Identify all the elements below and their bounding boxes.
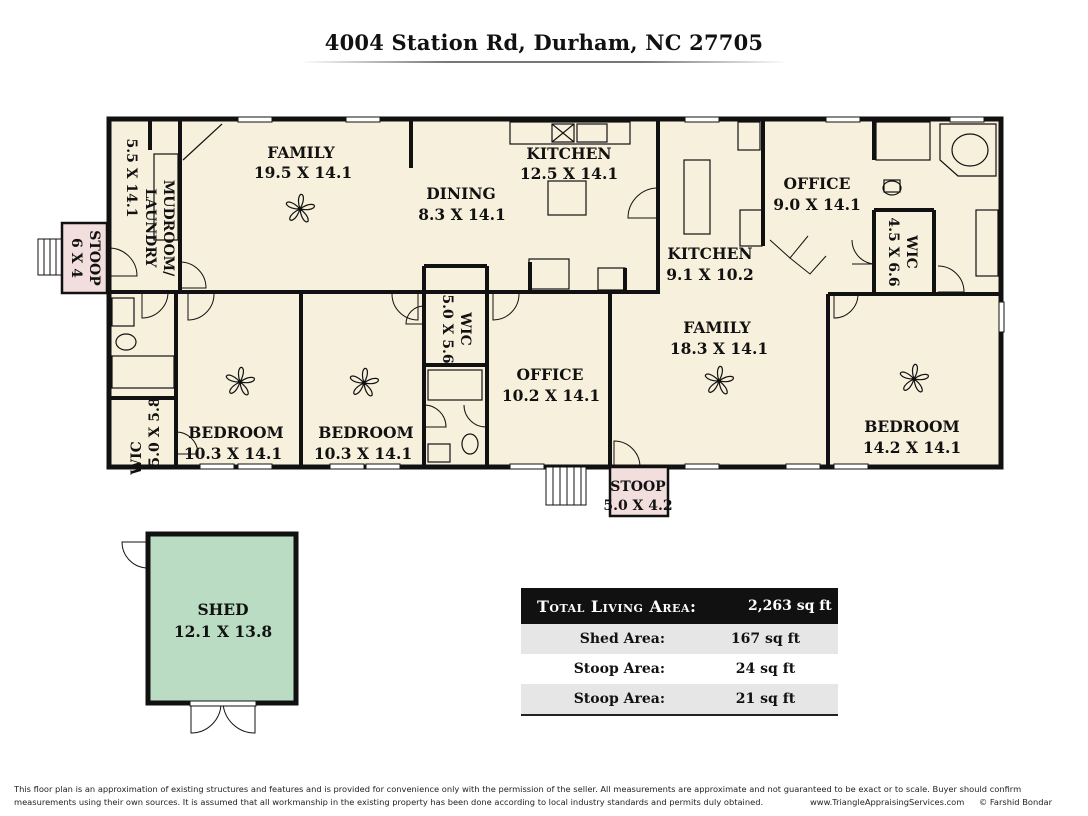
footer-credits: www.TriangleAppraisingServices.com © Far… xyxy=(810,797,1064,807)
stoop-area-value: 24 sq ft xyxy=(735,661,796,677)
room-name-wic-east: WIC xyxy=(903,234,919,268)
total-living-area-row: Total Living Area: 2,263 sq ft xyxy=(521,588,838,624)
room-name-bedroom-1: BEDROOM xyxy=(188,423,283,442)
room-dims-wic-east: 4.5 X 6.6 xyxy=(885,217,901,286)
room-dims-stoop-south: 5.0 X 4.2 xyxy=(603,498,672,514)
room-name-wic-center: WIC xyxy=(457,311,473,345)
room-name-dining: DINING xyxy=(426,184,496,203)
room-dims-dining: 8.3 X 14.1 xyxy=(418,205,506,224)
room-dims-bedroom-1: 10.3 X 14.1 xyxy=(184,444,282,463)
stoop-area-label: Stoop Area: xyxy=(573,661,665,677)
room-dims-mudroom: 5.5 X 14.1 xyxy=(123,138,139,217)
room-dims-bedroom-2: 10.3 X 14.1 xyxy=(314,444,412,463)
room-dims-office-center: 10.2 X 14.1 xyxy=(502,386,600,405)
table-bottom-rule xyxy=(521,714,838,716)
stoop-area-row: Stoop Area: 21 sq ft xyxy=(521,684,838,714)
room-name-office-east: OFFICE xyxy=(784,174,851,193)
room-name-bedroom-3: BEDROOM xyxy=(864,417,959,436)
room-name-mudroom-2: LAUNDRY xyxy=(142,188,158,268)
disclaimer-text: This floor plan is an approximation of e… xyxy=(14,784,1022,807)
room-dims-bedroom-3: 14.2 X 14.1 xyxy=(863,438,961,457)
area-summary-table: Total Living Area: 2,263 sq ft Shed Area… xyxy=(521,588,838,716)
shed-door-opening xyxy=(189,700,257,707)
room-name-stoop-south: STOOP xyxy=(610,479,666,495)
room-dims-kitchen-2: 9.1 X 10.2 xyxy=(666,265,754,284)
title-underline xyxy=(300,61,788,63)
room-name-wic-west: WIC xyxy=(129,441,145,475)
room-name-kitchen-2: KITCHEN xyxy=(667,244,752,263)
room-name-bedroom-2: BEDROOM xyxy=(318,423,413,442)
south-stoop-steps xyxy=(545,466,587,506)
page-title: 4004 Station Rd, Durham, NC 27705 xyxy=(324,30,764,55)
room-name-family-west: FAMILY xyxy=(267,143,335,162)
floor-plan: FAMILY 19.5 X 14.1 DINING 8.3 X 14.1 KIT… xyxy=(37,116,1005,734)
shed-area-label: Shed Area: xyxy=(579,631,665,647)
fixtures xyxy=(111,121,999,463)
room-dims-family-east: 18.3 X 14.1 xyxy=(670,339,768,358)
door-swings xyxy=(108,187,965,468)
room-name-mudroom-1: MUDROOM/ xyxy=(160,180,176,277)
south-stoop xyxy=(608,465,670,518)
stoop-west-label: STOOP 6 X 4 xyxy=(68,230,102,286)
room-dims-office-east: 9.0 X 14.1 xyxy=(773,195,861,214)
windows xyxy=(199,116,1005,470)
room-dims-family-west: 19.5 X 14.1 xyxy=(254,163,352,182)
stoop-area-row: Stoop Area: 24 sq ft xyxy=(521,654,838,684)
room-name-kitchen-1: KITCHEN xyxy=(526,144,611,163)
interior-walls xyxy=(109,119,1001,467)
room-name-shed: SHED xyxy=(197,600,248,619)
website-link[interactable]: www.TriangleAppraisingServices.com xyxy=(810,797,965,807)
stoop-area-label: Stoop Area: xyxy=(573,691,665,707)
room-dims-shed: 12.1 X 13.8 xyxy=(174,622,272,641)
wic-center-label: WIC 5.0 X 5.6 xyxy=(439,294,473,363)
mudroom-label: MUDROOM/ LAUNDRY 5.5 X 14.1 xyxy=(123,138,176,277)
room-dims-stoop-west: 6 X 4 xyxy=(68,238,84,278)
wic-east-label: WIC 4.5 X 6.6 xyxy=(885,217,919,286)
room-dims-wic-center: 5.0 X 5.6 xyxy=(439,294,455,363)
total-living-area-value: 2,263 sq ft xyxy=(748,598,832,614)
total-living-area-label: Total Living Area: xyxy=(537,596,697,616)
room-name-family-east: FAMILY xyxy=(683,318,751,337)
wic-west-label: WIC 5.0 X 5.8 xyxy=(129,397,163,475)
stoop-area-value: 21 sq ft xyxy=(735,691,796,707)
room-dims-wic-west: 5.0 X 5.8 xyxy=(147,397,163,466)
room-dims-kitchen-1: 12.5 X 14.1 xyxy=(520,164,618,183)
west-stoop-steps xyxy=(37,238,63,276)
west-stoop xyxy=(60,221,109,295)
room-name-stoop-west: STOOP xyxy=(86,230,102,286)
room-name-office-center: OFFICE xyxy=(517,365,584,384)
shed-doors xyxy=(121,541,256,734)
shed-area-row: Shed Area: 167 sq ft xyxy=(521,624,838,654)
shed-area-value: 167 sq ft xyxy=(730,631,801,647)
copyright-text: © Farshid Bondar xyxy=(978,797,1052,807)
